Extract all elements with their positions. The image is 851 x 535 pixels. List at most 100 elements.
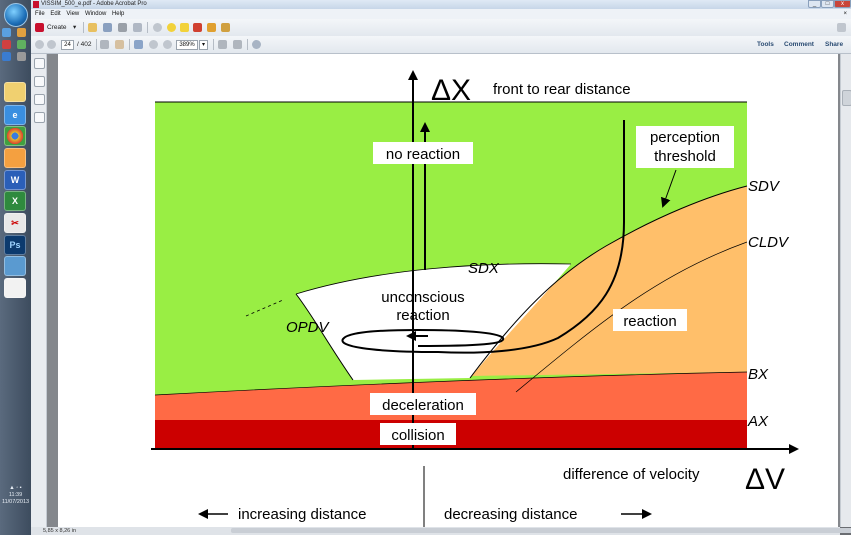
page-size-label: 5,85 x 8,26 in xyxy=(43,528,77,534)
save-icon[interactable] xyxy=(103,23,112,32)
perception-label-box xyxy=(636,126,734,168)
window-title: VISSIM_500_e.pdf - Adobe Acrobat Pro xyxy=(41,1,147,7)
tray-icons[interactable]: ▲ ◦ ▪ xyxy=(9,485,22,491)
navigation-pane xyxy=(31,54,47,527)
close-window-button[interactable]: x xyxy=(834,0,851,8)
acrobat-app-icon xyxy=(33,1,39,8)
clock-time[interactable]: 11:39 xyxy=(8,492,23,498)
tools-icon[interactable]: ✂ xyxy=(4,213,26,233)
unconscious-label-line1: unconscious xyxy=(381,289,464,306)
opdv-curve xyxy=(295,293,354,381)
export-icon[interactable] xyxy=(207,23,216,32)
comment-pane-button[interactable]: Comment xyxy=(784,41,814,48)
reaction-label: reaction xyxy=(623,313,676,330)
create-icon xyxy=(35,23,44,32)
status-bar: 5,85 x 8,26 in xyxy=(31,527,851,535)
y-axis-label: front to rear distance xyxy=(493,81,631,98)
expand-icon[interactable] xyxy=(837,23,846,32)
horizontal-scrollbar[interactable] xyxy=(231,528,851,533)
scrollbar-thumb[interactable] xyxy=(842,90,851,106)
system-tray: ▲ ◦ ▪ 11:39 11/07/2013 xyxy=(0,485,31,535)
x-axis-symbol: ΔV xyxy=(745,463,785,496)
zoom-level-input[interactable]: 389% xyxy=(176,40,198,50)
sign-icon[interactable] xyxy=(193,23,202,32)
increasing-distance-label: increasing distance xyxy=(238,506,366,523)
share-pane-button[interactable]: Share xyxy=(825,41,844,48)
menu-help[interactable]: Help xyxy=(111,11,125,17)
marquee-zoom-icon[interactable] xyxy=(134,40,143,49)
excel-icon[interactable]: X xyxy=(4,191,26,211)
decreasing-distance-label: decreasing distance xyxy=(444,506,577,523)
clock-date[interactable]: 11/07/2013 xyxy=(1,499,30,505)
x-axis-label: difference of velocity xyxy=(563,466,700,483)
open-folder-icon[interactable] xyxy=(88,23,97,32)
folder-icon[interactable] xyxy=(4,82,26,102)
search-icon[interactable] xyxy=(252,40,261,49)
page-total: / 402 xyxy=(77,41,92,48)
small-tray-icon[interactable] xyxy=(17,40,26,49)
comment-bubble-icon[interactable] xyxy=(167,23,176,32)
oscillation-trajectory xyxy=(341,120,625,354)
chevron-down-icon[interactable]: ▾ xyxy=(73,24,77,31)
hand-tool-icon[interactable] xyxy=(115,40,124,49)
sdv-label: SDV xyxy=(748,178,781,195)
unconscious-reaction-region xyxy=(296,263,571,380)
blank-app-icon[interactable] xyxy=(4,278,26,298)
start-button[interactable] xyxy=(4,3,28,27)
minimize-button[interactable]: _ xyxy=(808,0,821,8)
cldv-label: CLDV xyxy=(748,234,790,251)
network-icon[interactable] xyxy=(4,256,26,276)
print-icon[interactable] xyxy=(118,23,127,32)
vertical-scrollbar[interactable] xyxy=(840,54,851,527)
next-page-icon[interactable] xyxy=(47,40,56,49)
small-tray-icon[interactable] xyxy=(17,52,26,61)
menu-view[interactable]: View xyxy=(66,11,80,17)
no-reaction-label: no reaction xyxy=(386,146,460,163)
browser-icon[interactable]: e xyxy=(4,105,26,125)
sdx-curve xyxy=(295,263,572,295)
toolbar-separator xyxy=(147,22,148,33)
signatures-icon[interactable] xyxy=(34,112,45,123)
word-icon[interactable]: W xyxy=(4,170,26,190)
fit-width-icon[interactable] xyxy=(218,40,227,49)
window-titlebar: VISSIM_500_e.pdf - Adobe Acrobat Pro _ □… xyxy=(31,0,851,9)
previous-page-icon[interactable] xyxy=(35,40,44,49)
sdx-label: SDX xyxy=(468,260,500,277)
maximize-button[interactable]: □ xyxy=(821,0,834,8)
tools-pane-button[interactable]: Tools xyxy=(757,41,774,48)
small-tray-icon[interactable] xyxy=(2,52,11,61)
email-icon[interactable] xyxy=(133,23,142,32)
toolbar-separator xyxy=(96,39,97,50)
settings-gear-icon[interactable] xyxy=(153,23,162,32)
menu-window[interactable]: Window xyxy=(84,11,107,17)
attachments-icon[interactable] xyxy=(34,94,45,105)
zoom-out-icon[interactable] xyxy=(149,40,158,49)
toolbar-separator xyxy=(213,39,214,50)
photoshop-icon[interactable]: Ps xyxy=(4,235,26,255)
opdv-extension xyxy=(245,299,284,317)
page-number-input[interactable]: 24 xyxy=(61,40,74,50)
small-tray-icon[interactable] xyxy=(17,28,26,37)
zoom-in-icon[interactable] xyxy=(163,40,172,49)
ax-label: AX xyxy=(747,413,769,430)
zoom-dropdown-chevron-icon[interactable]: ▾ xyxy=(199,40,208,50)
small-tray-icon[interactable] xyxy=(2,28,11,37)
fit-page-icon[interactable] xyxy=(233,40,242,49)
documents-icon[interactable] xyxy=(4,148,26,168)
toolbar-separator xyxy=(247,39,248,50)
bookmarks-icon[interactable] xyxy=(34,76,45,87)
sdv-curve xyxy=(469,185,748,379)
create-button[interactable]: Create xyxy=(47,24,67,31)
small-tray-icon[interactable] xyxy=(2,40,11,49)
select-cursor-icon[interactable] xyxy=(100,40,109,49)
bx-curve xyxy=(154,371,748,396)
highlight-icon[interactable] xyxy=(180,23,189,32)
menu-file[interactable]: File xyxy=(35,11,45,17)
cldv-curve xyxy=(515,241,748,393)
close-document-button[interactable]: × xyxy=(843,11,847,17)
page-thumbnails-icon[interactable] xyxy=(34,58,45,69)
chrome-icon[interactable] xyxy=(4,126,26,146)
share-file-icon[interactable] xyxy=(221,23,230,32)
collision-label: collision xyxy=(391,427,444,444)
menu-edit[interactable]: Edit xyxy=(50,11,61,17)
